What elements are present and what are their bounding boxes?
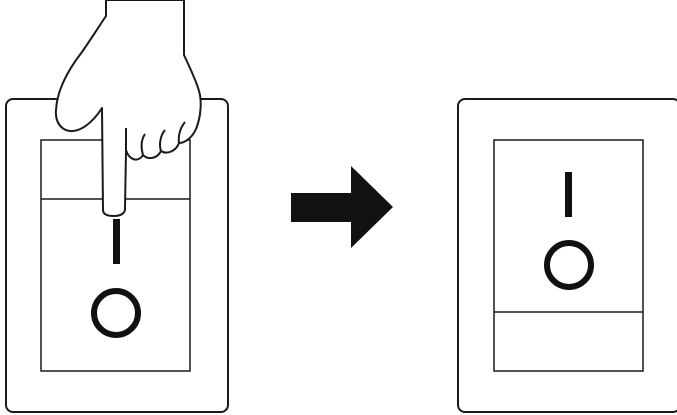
power-off-symbol-icon bbox=[91, 288, 141, 338]
right-arrow-icon bbox=[291, 166, 393, 248]
pointing-hand-icon bbox=[54, 0, 202, 217]
power-on-symbol-icon-after bbox=[565, 172, 572, 217]
power-on-symbol-icon bbox=[113, 219, 120, 264]
rocker-body-after bbox=[493, 139, 644, 372]
power-off-symbol-icon-after bbox=[544, 240, 594, 290]
switch-after bbox=[457, 98, 677, 413]
